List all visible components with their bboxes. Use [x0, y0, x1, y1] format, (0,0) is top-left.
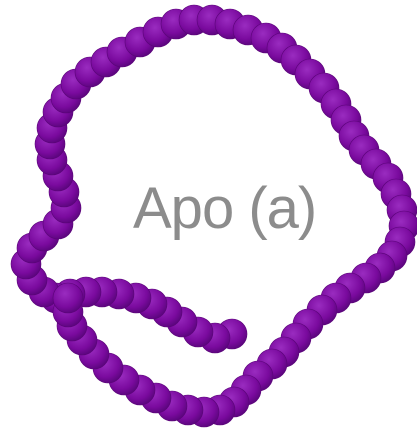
protein-label: Apo (a): [133, 180, 316, 238]
chain-bead: [53, 283, 83, 313]
